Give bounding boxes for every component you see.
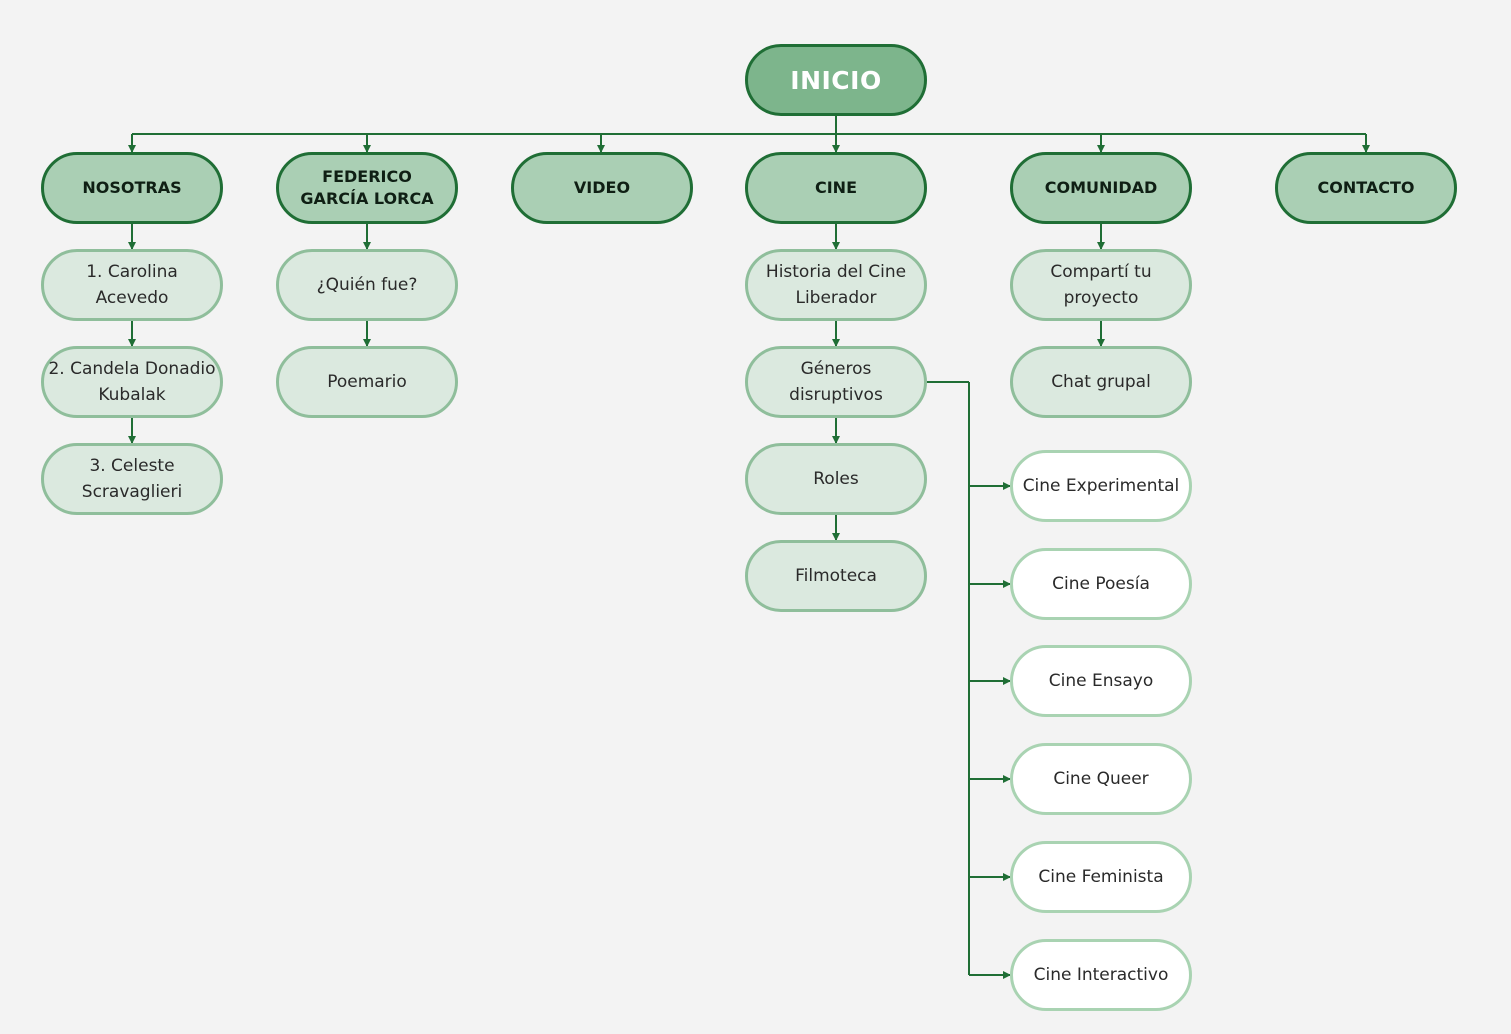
node-carolina-acevedo[interactable]: 1. Carolina Acevedo (41, 249, 223, 321)
node-comunidad[interactable]: COMUNIDAD (1010, 152, 1192, 224)
node-comparti-tu-proyecto[interactable]: Compartí tu proyecto (1010, 249, 1192, 321)
node-poemario[interactable]: Poemario (276, 346, 458, 418)
node-cine-feminista[interactable]: Cine Feminista (1010, 841, 1192, 913)
node-celeste-scravaglieri[interactable]: 3. Celeste Scravaglieri (41, 443, 223, 515)
node-cine-interactivo[interactable]: Cine Interactivo (1010, 939, 1192, 1011)
node-cine-queer[interactable]: Cine Queer (1010, 743, 1192, 815)
node-quien-fue[interactable]: ¿Quién fue? (276, 249, 458, 321)
node-historia-del-cine-liberador[interactable]: Historia del Cine Liberador (745, 249, 927, 321)
node-video[interactable]: VIDEO (511, 152, 693, 224)
node-roles[interactable]: Roles (745, 443, 927, 515)
node-federico-garcia-lorca[interactable]: FEDERICO GARCÍA LORCA (276, 152, 458, 224)
node-cine[interactable]: CINE (745, 152, 927, 224)
node-cine-experimental[interactable]: Cine Experimental (1010, 450, 1192, 522)
node-inicio[interactable]: INICIO (745, 44, 927, 116)
node-generos-disruptivos[interactable]: Géneros disruptivos (745, 346, 927, 418)
node-contacto[interactable]: CONTACTO (1275, 152, 1457, 224)
node-nosotras[interactable]: NOSOTRAS (41, 152, 223, 224)
node-filmoteca[interactable]: Filmoteca (745, 540, 927, 612)
node-cine-poesia[interactable]: Cine Poesía (1010, 548, 1192, 620)
node-chat-grupal[interactable]: Chat grupal (1010, 346, 1192, 418)
node-candela-donadio-kubalak[interactable]: 2. Candela Donadio Kubalak (41, 346, 223, 418)
node-cine-ensayo[interactable]: Cine Ensayo (1010, 645, 1192, 717)
